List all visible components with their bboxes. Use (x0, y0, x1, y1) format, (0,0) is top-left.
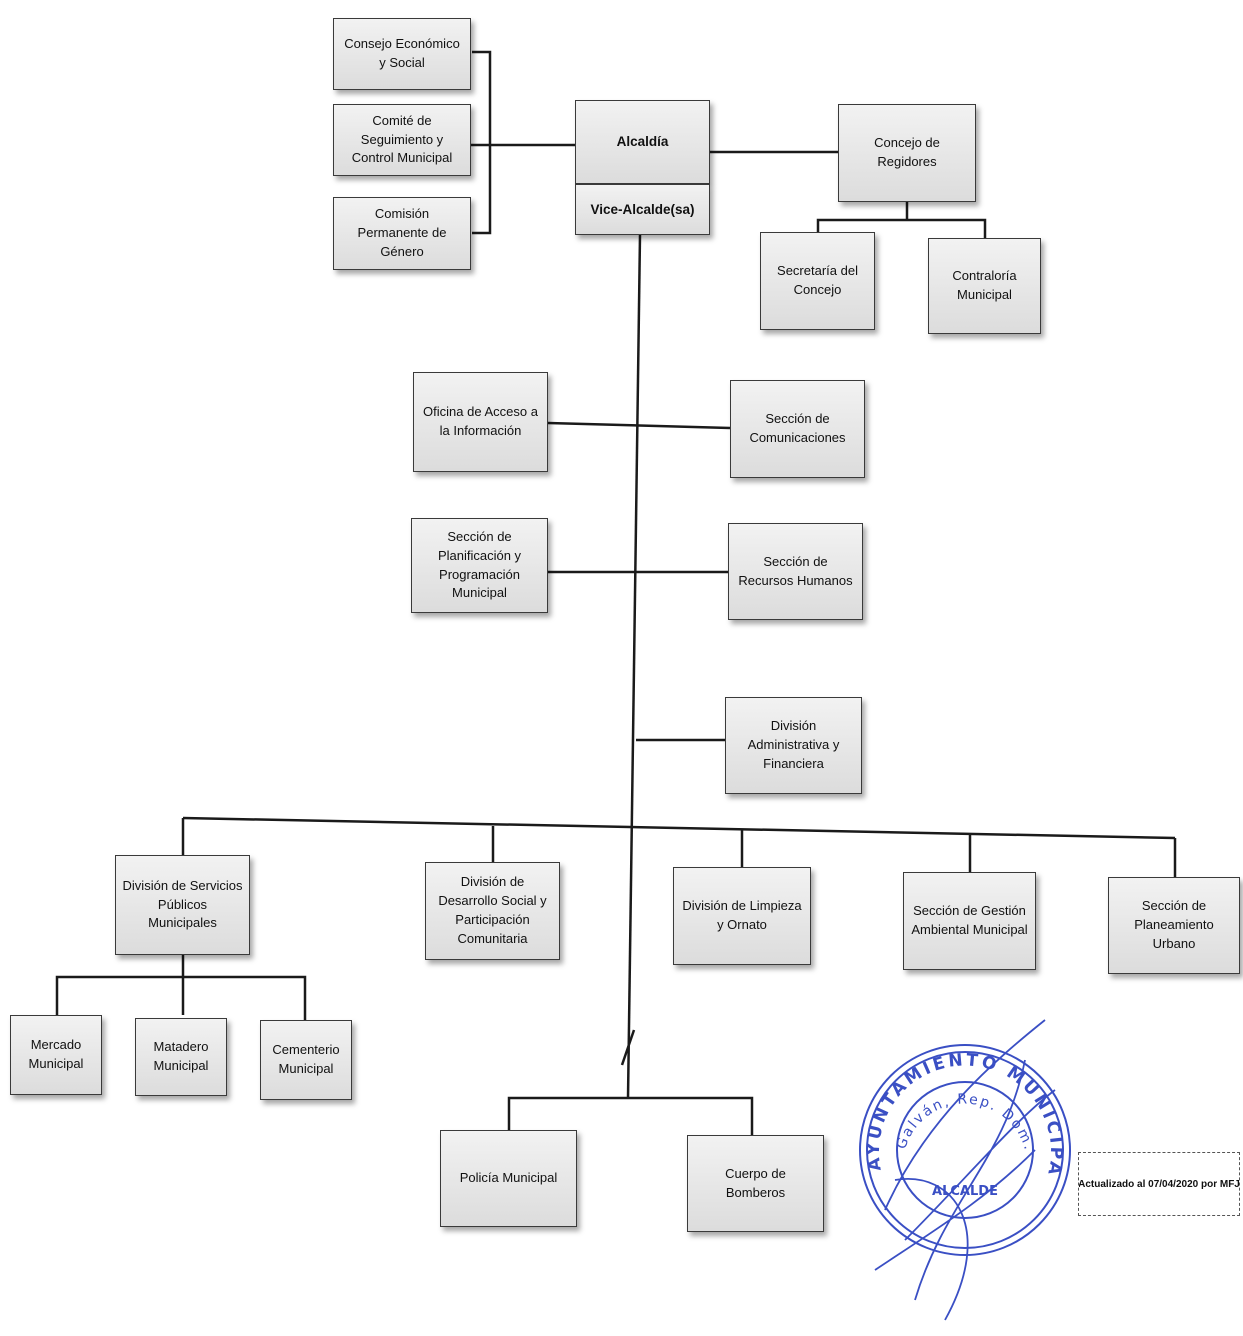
node-comision-genero: Comisión Permanente de Género (333, 197, 471, 270)
node-comite-seguimiento: Comité de Seguimiento y Control Municipa… (333, 104, 471, 176)
seal-place-text: Galván, Rep. Dom. (893, 1091, 1035, 1153)
node-division-limpieza: División de Limpieza y Ornato (673, 867, 811, 965)
seal-center-text: ALCALDE (932, 1184, 998, 1199)
node-policia: Policía Municipal (440, 1130, 577, 1227)
node-contraloria: Contraloría Municipal (928, 238, 1041, 334)
node-seccion-rrhh: Sección de Recursos Humanos (728, 523, 863, 620)
node-mercado: Mercado Municipal (10, 1015, 102, 1095)
node-seccion-gestion-ambiental: Sección de Gestión Ambiental Municipal (903, 872, 1036, 970)
node-seccion-comunicaciones: Sección de Comunicaciones (730, 380, 865, 478)
node-cementerio: Cementerio Municipal (260, 1020, 352, 1100)
footer-note: Actualizado al 07/04/2020 por MFJ (1078, 1152, 1240, 1216)
node-alcaldia: Alcaldía (575, 100, 710, 184)
node-consejo-economico: Consejo Económico y Social (333, 18, 471, 90)
node-vice-alcalde: Vice-Alcalde(sa) (575, 184, 710, 235)
node-seccion-planificacion: Sección de Planificación y Programación … (411, 518, 548, 613)
node-matadero: Matadero Municipal (135, 1018, 227, 1096)
node-seccion-planeamiento: Sección de Planeamiento Urbano (1108, 877, 1240, 974)
node-division-servicios: División de Servicios Públicos Municipal… (115, 855, 250, 955)
svg-text:Galván, Rep. Dom.: Galván, Rep. Dom. (893, 1091, 1037, 1153)
node-concejo-regidores: Concejo de Regidores (838, 104, 976, 202)
municipal-seal: AYUNTAMIENTO MUNICIPAL Galván, Rep. Dom.… (845, 1000, 1071, 1321)
node-secretaria-concejo: Secretaría del Concejo (760, 232, 875, 330)
node-bomberos: Cuerpo de Bomberos (687, 1135, 824, 1232)
node-oficina-acceso: Oficina de Acceso a la Información (413, 372, 548, 472)
node-division-desarrollo: División de Desarrollo Social y Particip… (425, 862, 560, 960)
node-division-administrativa: División Administrativa y Financiera (725, 697, 862, 794)
